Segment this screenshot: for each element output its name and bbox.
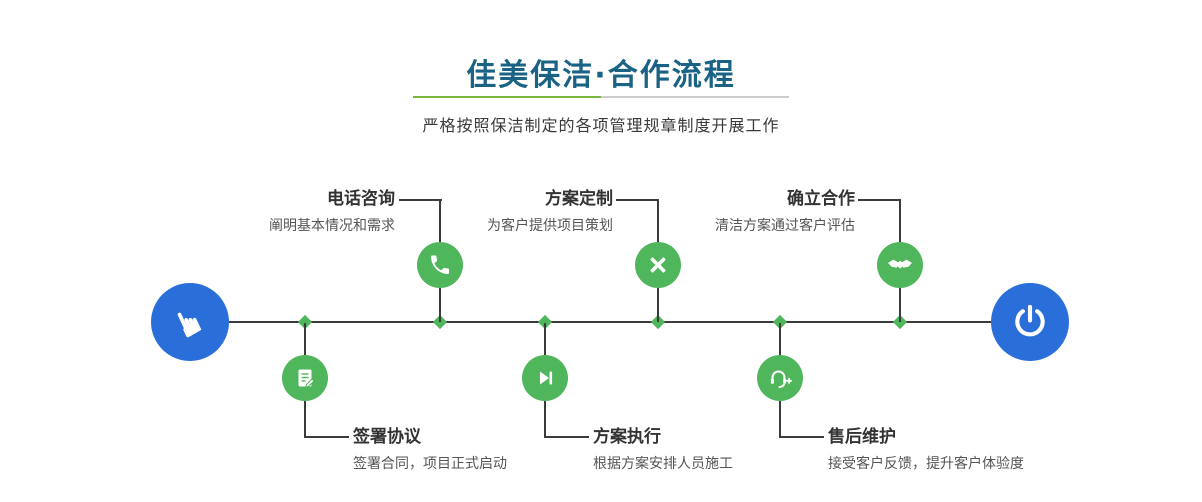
step-label-design: 方案定制 为客户提供项目策划 (393, 188, 613, 235)
step-label-headset: 售后维护 接受客户反馈，提升客户体验度 (828, 426, 1088, 473)
timeline-line (228, 321, 992, 323)
connector-line (544, 323, 546, 355)
step-desc: 阐明基本情况和需求 (269, 218, 395, 234)
connector-line (657, 199, 659, 243)
step-label-play: 方案执行 根据方案安排人员施工 (593, 426, 853, 473)
power-icon (1015, 304, 1045, 337)
connector-line (858, 199, 901, 201)
step-label-contract: 签署协议 签署合同，项目正式启动 (353, 426, 613, 473)
flow-end-node (991, 283, 1069, 361)
title-divider (413, 96, 789, 98)
connector-line (657, 288, 659, 322)
step-title: 电话咨询 (327, 189, 395, 209)
step-desc: 清洁方案通过客户评估 (715, 218, 855, 234)
connector-line (616, 199, 659, 201)
step-desc: 为客户提供项目策划 (487, 218, 613, 234)
page-title: 佳美保洁·合作流程 (466, 58, 736, 93)
divider-gray-segment (601, 96, 789, 98)
connector-line (304, 401, 306, 438)
step-desc: 根据方案安排人员施工 (593, 456, 733, 472)
connector-line (899, 199, 901, 243)
play-icon (540, 371, 553, 385)
step-desc: 接受客户反馈，提升客户体验度 (828, 456, 1024, 472)
hand-pointer-icon: ☛ (164, 298, 215, 346)
step-title: 确立合作 (787, 189, 855, 209)
connector-line (439, 199, 441, 243)
step-node-phone (417, 242, 463, 288)
contract-icon (298, 369, 315, 388)
headset-icon (770, 370, 793, 388)
step-node-handshake (877, 242, 923, 288)
divider-green-segment (413, 96, 601, 98)
step-label-phone: 电话咨询 阐明基本情况和需求 (175, 188, 395, 235)
connector-line (304, 323, 306, 355)
step-node-design (635, 242, 681, 288)
design-icon (650, 257, 666, 273)
step-node-contract (282, 355, 328, 401)
connector-line (304, 436, 349, 438)
connector-line (544, 401, 546, 438)
connector-line (779, 323, 781, 355)
flow-start-node: ☛ (151, 283, 229, 361)
step-desc: 签署合同，项目正式启动 (353, 456, 507, 472)
connector-line (779, 436, 824, 438)
step-title: 签署协议 (353, 427, 421, 447)
step-title: 方案定制 (545, 189, 613, 209)
connector-line (399, 199, 442, 201)
handshake-icon (888, 259, 912, 269)
step-title: 方案执行 (593, 427, 661, 447)
connector-line (899, 288, 901, 322)
page-subtitle: 严格按照保洁制定的各项管理规章制度开展工作 (422, 116, 780, 135)
step-label-handshake: 确立合作 清洁方案通过客户评估 (635, 188, 855, 235)
step-node-play (522, 355, 568, 401)
connector-line (439, 288, 441, 322)
step-node-headset (757, 355, 803, 401)
phone-icon (431, 255, 449, 274)
step-title: 售后维护 (828, 427, 896, 447)
connector-line (544, 436, 589, 438)
connector-line (779, 401, 781, 438)
